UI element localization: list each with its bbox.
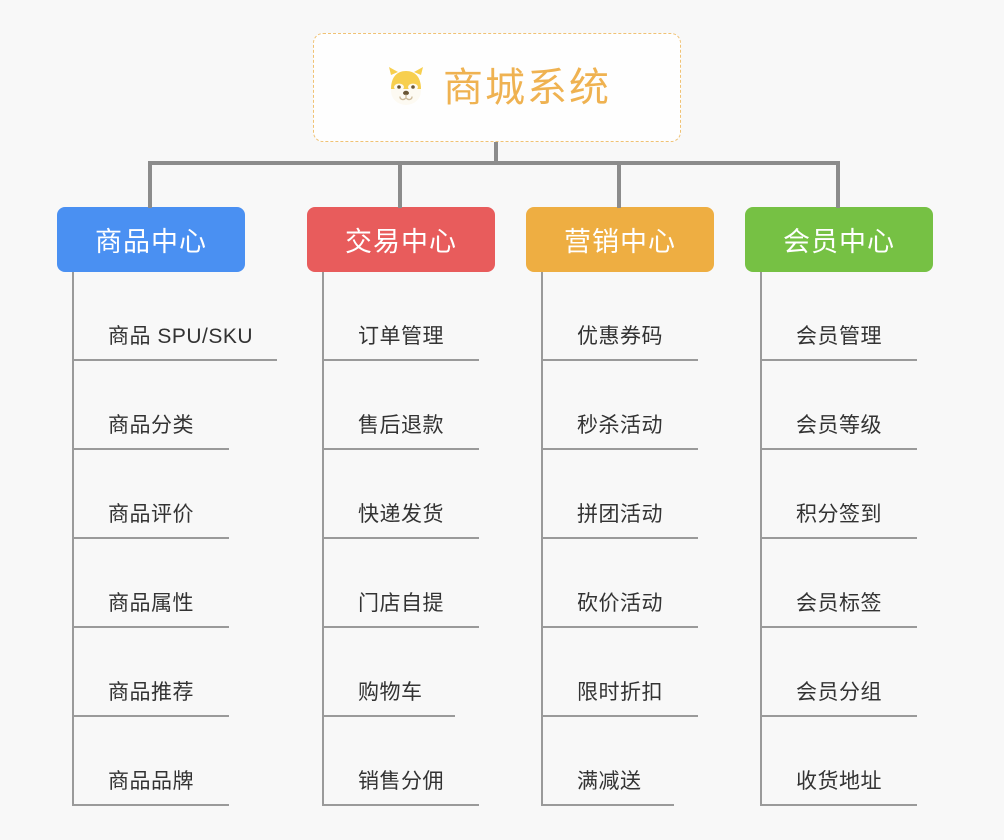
sub-item-underline bbox=[543, 359, 698, 361]
sub-item-label: 收货地址 bbox=[796, 770, 882, 793]
sub-item-label: 秒杀活动 bbox=[577, 414, 663, 437]
sub-item-underline bbox=[762, 537, 917, 539]
sub-item-underline bbox=[74, 715, 229, 717]
sub-item-label: 砍价活动 bbox=[577, 592, 663, 615]
connector-drop-trade-center bbox=[398, 161, 402, 208]
sub-item-label: 会员等级 bbox=[796, 414, 882, 437]
sub-item-underline bbox=[543, 715, 698, 717]
sub-item-list-trade-center: 订单管理售后退款快递发货门店自提购物车销售分佣 bbox=[322, 272, 495, 806]
sub-item-underline bbox=[74, 537, 229, 539]
column-product-center: 商品中心商品 SPU/SKU 商品分类商品评价商品属性商品推荐商品品牌 bbox=[57, 207, 277, 806]
sub-item-underline bbox=[543, 804, 674, 806]
connector-drop-member-center bbox=[836, 161, 840, 208]
sub-item[interactable]: 订单管理 bbox=[324, 272, 495, 361]
sub-item-underline bbox=[74, 448, 229, 450]
sub-item-label: 快递发货 bbox=[358, 503, 444, 526]
sub-item[interactable]: 积分签到 bbox=[762, 450, 933, 539]
category-label: 交易中心 bbox=[345, 227, 457, 257]
sub-item[interactable]: 砍价活动 bbox=[543, 539, 714, 628]
sub-item-label: 商品评价 bbox=[108, 503, 194, 526]
sub-item[interactable]: 拼团活动 bbox=[543, 450, 714, 539]
sub-item[interactable]: 收货地址 bbox=[762, 717, 933, 806]
root-node-mall-system[interactable]: 商城系统 bbox=[313, 33, 681, 142]
sub-item[interactable]: 商品评价 bbox=[74, 450, 245, 539]
sub-item-underline bbox=[543, 448, 698, 450]
connector-drop-marketing-center bbox=[617, 161, 621, 208]
sub-item-underline bbox=[324, 804, 479, 806]
sub-item-label: 商品推荐 bbox=[108, 681, 194, 704]
connector-horizontal-bus bbox=[148, 161, 840, 165]
category-box-product-center[interactable]: 商品中心 bbox=[57, 207, 245, 272]
sub-item-underline bbox=[324, 359, 479, 361]
sub-item[interactable]: 秒杀活动 bbox=[543, 361, 714, 450]
sub-item-underline bbox=[762, 715, 917, 717]
sub-item-underline bbox=[762, 626, 917, 628]
sub-item[interactable]: 商品推荐 bbox=[74, 628, 245, 717]
sub-item[interactable]: 快递发货 bbox=[324, 450, 495, 539]
sub-item-underline bbox=[762, 359, 917, 361]
sub-item-label: 会员分组 bbox=[796, 681, 882, 704]
sub-item-underline bbox=[74, 804, 229, 806]
sub-item-label: 售后退款 bbox=[358, 414, 444, 437]
sub-item[interactable]: 商品属性 bbox=[74, 539, 245, 628]
sub-item-underline bbox=[543, 537, 698, 539]
category-label: 营销中心 bbox=[564, 227, 676, 257]
sub-item-label: 积分签到 bbox=[796, 503, 882, 526]
sub-item-label: 限时折扣 bbox=[577, 681, 663, 704]
category-box-trade-center[interactable]: 交易中心 bbox=[307, 207, 495, 272]
sub-item-label: 优惠券码 bbox=[577, 325, 663, 348]
sub-item-list-marketing-center: 优惠券码秒杀活动拼团活动砍价活动限时折扣满减送 bbox=[541, 272, 714, 806]
sub-item-underline bbox=[74, 626, 229, 628]
sub-item[interactable]: 商品分类 bbox=[74, 361, 245, 450]
sub-item[interactable]: 售后退款 bbox=[324, 361, 495, 450]
category-label: 商品中心 bbox=[95, 227, 207, 257]
column-trade-center: 交易中心订单管理售后退款快递发货门店自提购物车销售分佣 bbox=[307, 207, 495, 806]
sub-item-label: 拼团活动 bbox=[577, 503, 663, 526]
sub-item[interactable]: 会员管理 bbox=[762, 272, 933, 361]
sub-item-label: 销售分佣 bbox=[358, 770, 444, 793]
category-box-marketing-center[interactable]: 营销中心 bbox=[526, 207, 714, 272]
sub-item-label: 商品属性 bbox=[108, 592, 194, 615]
sub-item-label: 门店自提 bbox=[358, 592, 444, 615]
category-label: 会员中心 bbox=[783, 227, 895, 257]
sub-item[interactable]: 商品 SPU/SKU bbox=[74, 272, 277, 361]
sub-item[interactable]: 门店自提 bbox=[324, 539, 495, 628]
sub-item-label: 满减送 bbox=[577, 770, 642, 793]
root-title: 商城系统 bbox=[443, 65, 611, 110]
sub-item-underline bbox=[74, 359, 277, 361]
sub-item-underline bbox=[762, 448, 917, 450]
sub-item[interactable]: 限时折扣 bbox=[543, 628, 714, 717]
sub-item-label: 订单管理 bbox=[358, 325, 444, 348]
sub-item-label: 会员管理 bbox=[796, 325, 882, 348]
sub-item-underline bbox=[324, 537, 479, 539]
sub-item-underline bbox=[324, 626, 479, 628]
sub-item[interactable]: 满减送 bbox=[543, 717, 714, 806]
sub-item[interactable]: 购物车 bbox=[324, 628, 495, 717]
sub-item-label: 商品 SPU/SKU bbox=[108, 325, 254, 348]
sub-item-list-member-center: 会员管理会员等级积分签到会员标签会员分组收货地址 bbox=[760, 272, 933, 806]
column-marketing-center: 营销中心优惠券码秒杀活动拼团活动砍价活动限时折扣满减送 bbox=[526, 207, 714, 806]
sub-item-underline bbox=[324, 715, 455, 717]
sub-item-underline bbox=[762, 804, 917, 806]
sub-item[interactable]: 会员标签 bbox=[762, 539, 933, 628]
sub-item[interactable]: 销售分佣 bbox=[324, 717, 495, 806]
sub-item-list-product-center: 商品 SPU/SKU 商品分类商品评价商品属性商品推荐商品品牌 bbox=[72, 272, 277, 806]
sub-item-label: 商品分类 bbox=[108, 414, 194, 437]
column-member-center: 会员中心会员管理会员等级积分签到会员标签会员分组收货地址 bbox=[745, 207, 933, 806]
sub-item[interactable]: 会员等级 bbox=[762, 361, 933, 450]
sub-item-underline bbox=[324, 448, 479, 450]
sub-item-label: 会员标签 bbox=[796, 592, 882, 615]
sub-item-label: 购物车 bbox=[358, 681, 423, 704]
shiba-dog-emoji-icon bbox=[383, 65, 429, 111]
category-box-member-center[interactable]: 会员中心 bbox=[745, 207, 933, 272]
sub-item[interactable]: 商品品牌 bbox=[74, 717, 245, 806]
sub-item-underline bbox=[543, 626, 698, 628]
sub-item[interactable]: 优惠券码 bbox=[543, 272, 714, 361]
sub-item[interactable]: 会员分组 bbox=[762, 628, 933, 717]
sub-item-label: 商品品牌 bbox=[108, 770, 194, 793]
connector-drop-product-center bbox=[148, 161, 152, 208]
connector-root-vertical bbox=[494, 142, 498, 164]
